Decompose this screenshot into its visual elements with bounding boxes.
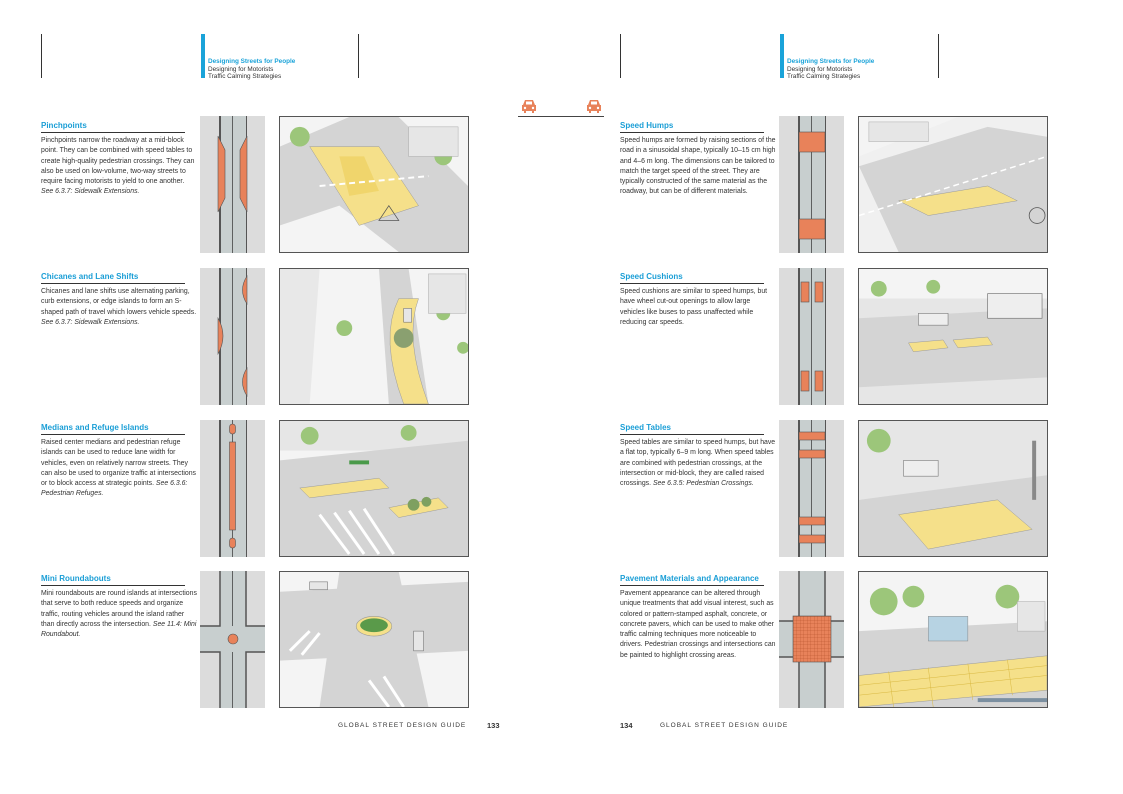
section-rule bbox=[41, 283, 185, 284]
illustration-speed-cushions bbox=[858, 268, 1048, 405]
section-title: Speed Cushions bbox=[620, 272, 683, 281]
running-head-topic: Traffic Calming Strategies bbox=[208, 73, 282, 81]
running-head-chapter: Designing for Motorists bbox=[208, 65, 274, 73]
running-head-right: Designing Streets for People Designing f… bbox=[787, 58, 874, 81]
plan-diagram-mini-roundabout bbox=[200, 571, 265, 708]
car-icon bbox=[587, 100, 601, 113]
header-accent-bar bbox=[780, 34, 784, 78]
running-head-section: Designing Streets for People bbox=[787, 58, 875, 65]
section-title: Chicanes and Lane Shifts bbox=[41, 272, 139, 281]
car-icon bbox=[522, 100, 536, 113]
running-head-chapter: Designing for Motorists bbox=[787, 65, 853, 73]
section-body: Pavement appearance can be altered throu… bbox=[620, 590, 776, 659]
plan-diagram-speed-humps bbox=[779, 116, 844, 253]
section-body: Raised center medians and pedestrian ref… bbox=[41, 439, 197, 498]
illustration-chicanes bbox=[279, 268, 469, 405]
footer-book-title: GLOBAL STREET DESIGN GUIDE bbox=[338, 722, 467, 729]
section-rule bbox=[620, 283, 764, 284]
section-rule bbox=[41, 585, 185, 586]
section-title: Pinchpoints bbox=[41, 121, 87, 130]
section-rule bbox=[41, 434, 185, 435]
illustration-speed-tables bbox=[858, 420, 1048, 557]
running-head-section: Designing Streets for People bbox=[208, 58, 296, 65]
running-head-left: Designing Streets for People Designing f… bbox=[208, 58, 295, 81]
header-rule bbox=[358, 34, 359, 78]
section-body: Mini roundabouts are round islands at in… bbox=[41, 590, 197, 639]
section-body: Speed humps are formed by raising sectio… bbox=[620, 137, 776, 196]
section-title: Speed Tables bbox=[620, 423, 671, 432]
page-number: 133 bbox=[487, 721, 500, 730]
illustration-mini-roundabout bbox=[279, 571, 469, 708]
illustration-pinchpoints bbox=[279, 116, 469, 253]
plan-diagram-speed-tables bbox=[779, 420, 844, 557]
illustration-speed-humps bbox=[858, 116, 1048, 253]
section-rule bbox=[620, 434, 764, 435]
header-rule bbox=[620, 34, 621, 78]
plan-diagram-pavement-materials bbox=[779, 571, 844, 708]
section-rule bbox=[620, 585, 764, 586]
header-accent-bar bbox=[201, 34, 205, 78]
illustration-medians bbox=[279, 420, 469, 557]
section-title: Pavement Materials and Appearance bbox=[620, 574, 759, 583]
plan-diagram-pinchpoints bbox=[200, 116, 265, 253]
section-body: Pinchpoints narrow the roadway at a mid-… bbox=[41, 137, 195, 196]
section-title: Mini Roundabouts bbox=[41, 574, 111, 583]
footer-book-title: GLOBAL STREET DESIGN GUIDE bbox=[660, 722, 789, 729]
illustration-pavement-materials bbox=[858, 571, 1048, 708]
header-rule bbox=[938, 34, 939, 78]
running-head-topic: Traffic Calming Strategies bbox=[787, 73, 861, 81]
car-divider-rule bbox=[518, 116, 604, 117]
plan-diagram-speed-cushions bbox=[779, 268, 844, 405]
section-title: Speed Humps bbox=[620, 121, 674, 130]
plan-diagram-chicanes bbox=[200, 268, 265, 405]
section-body: Chicanes and lane shifts use alternating… bbox=[41, 288, 197, 326]
header-rule bbox=[41, 34, 42, 78]
plan-diagram-medians bbox=[200, 420, 265, 557]
section-title: Medians and Refuge Islands bbox=[41, 423, 149, 432]
section-body: Speed cushions are similar to speed hump… bbox=[620, 288, 768, 326]
page-number: 134 bbox=[620, 721, 633, 730]
section-rule bbox=[41, 132, 185, 133]
section-body: Speed tables are similar to speed humps,… bbox=[620, 439, 776, 488]
section-rule bbox=[620, 132, 764, 133]
